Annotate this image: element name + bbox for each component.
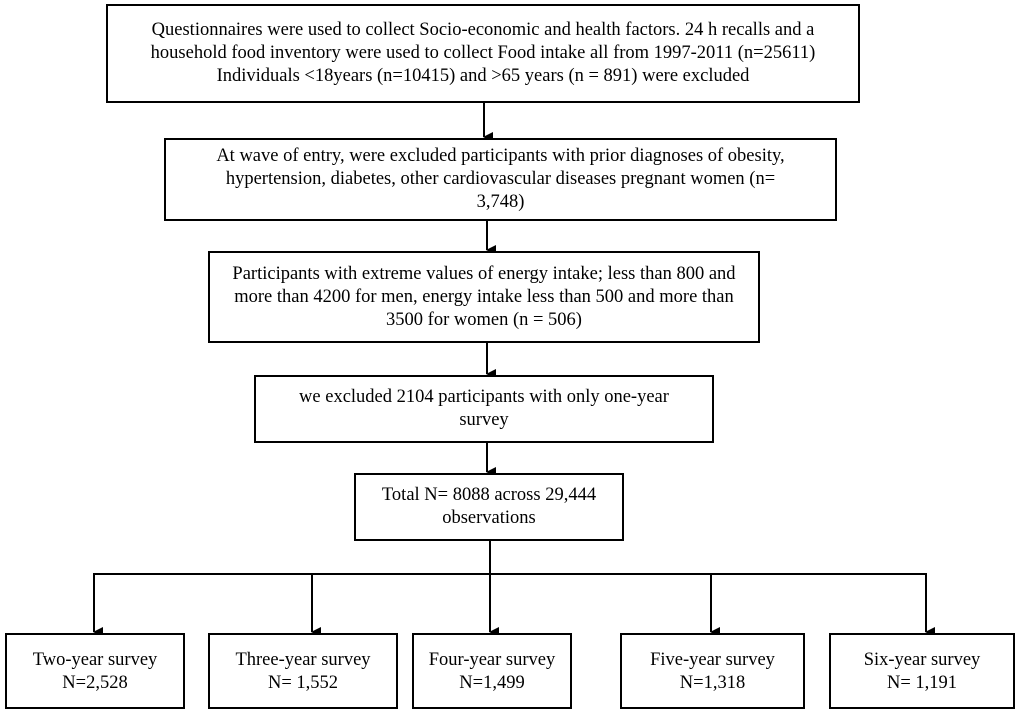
data-collection-line-3: Individuals <18years (n=10415) and >65 y…	[216, 66, 750, 86]
survey-label: Four-year survey	[428, 650, 556, 670]
energy-intake-line-1: Participants with extreme values of ener…	[232, 263, 736, 284]
energy-intake-line-2: more than 4200 for men, energy intake le…	[234, 286, 734, 307]
survey-count: N= 1,552	[267, 673, 339, 693]
total-participants-box: Total N= 8088 across 29,444 observations	[354, 473, 624, 541]
total-line-2: observations	[442, 508, 536, 528]
prior-diagnoses-line-1: At wave of entry, were excluded particip…	[216, 146, 785, 166]
three-year-survey-box: Three-year survey N= 1,552	[208, 633, 398, 709]
six-year-survey-box: Six-year survey N= 1,191	[829, 633, 1015, 709]
five-year-survey-box: Five-year survey N=1,318	[620, 633, 805, 709]
total-line-1: Total N= 8088 across 29,444	[381, 485, 597, 505]
one-year-exclusion-line-2: survey	[459, 410, 509, 430]
prior-diagnoses-exclusion-box: At wave of entry, were excluded particip…	[164, 138, 837, 221]
survey-count: N=1,318	[679, 673, 746, 693]
extreme-energy-intake-box: Participants with extreme values of ener…	[208, 251, 760, 343]
survey-count: N=1,499	[459, 673, 525, 693]
two-year-survey-box: Two-year survey N=2,528	[5, 633, 185, 709]
energy-intake-line-3: 3500 for women (n = 506)	[386, 309, 582, 330]
survey-label: Two-year survey	[32, 650, 158, 670]
survey-count: N=2,528	[62, 673, 128, 693]
data-collection-line-1: Questionnaires were used to collect Soci…	[151, 20, 815, 40]
survey-label: Five-year survey	[650, 650, 775, 670]
prior-diagnoses-line-3: 3,748)	[476, 192, 525, 212]
survey-count: N= 1,191	[886, 673, 958, 693]
prior-diagnoses-line-2: hypertension, diabetes, other cardiovasc…	[225, 169, 776, 189]
data-collection-line-2: household food inventory were used to co…	[150, 43, 816, 63]
data-collection-box: Questionnaires were used to collect Soci…	[106, 4, 860, 103]
one-year-exclusion-line-1: we excluded 2104 participants with only …	[299, 387, 669, 407]
one-year-survey-exclusion-box: we excluded 2104 participants with only …	[254, 375, 714, 443]
survey-label: Six-year survey	[863, 650, 981, 670]
four-year-survey-box: Four-year survey N=1,499	[412, 633, 572, 709]
survey-label: Three-year survey	[235, 650, 371, 670]
